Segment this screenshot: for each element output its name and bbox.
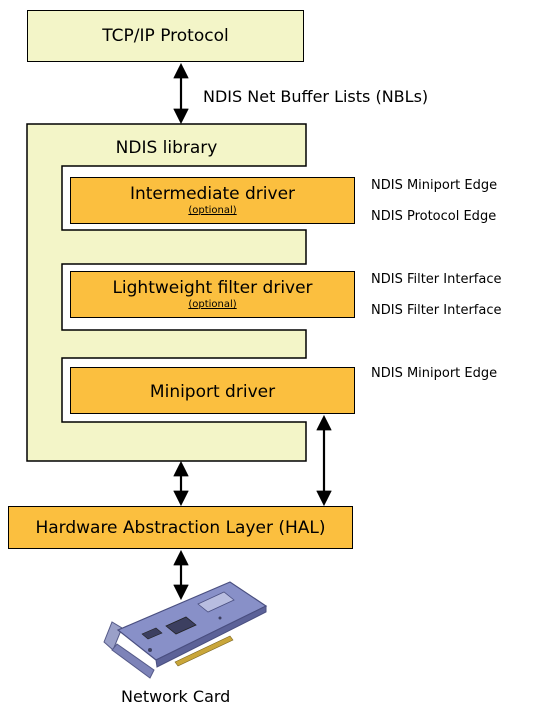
nbl-label: NDIS Net Buffer Lists (NBLs) — [203, 87, 429, 106]
lightweight-filter-driver-box: Lightweight filter driver (optional) — [70, 271, 355, 318]
ndis-filter-interface-label-2: NDIS Filter Interface — [371, 303, 502, 318]
miniport-driver-box: Miniport driver — [70, 367, 355, 414]
intermediate-driver-label: Intermediate driver — [129, 184, 296, 204]
ndis-protocol-edge-label: NDIS Protocol Edge — [371, 209, 497, 224]
ndis-miniport-edge-label-1: NDIS Miniport Edge — [371, 178, 498, 193]
intermediate-driver-box: Intermediate driver (optional) — [70, 177, 355, 224]
ndis-filter-interface-label-1: NDIS Filter Interface — [371, 272, 502, 287]
miniport-driver-label: Miniport driver — [149, 382, 276, 402]
lightweight-filter-driver-label: Lightweight filter driver — [112, 278, 313, 298]
hal-label: Hardware Abstraction Layer (HAL) — [35, 518, 326, 538]
ndis-miniport-edge-label-2: NDIS Miniport Edge — [371, 366, 498, 381]
hal-box: Hardware Abstraction Layer (HAL) — [8, 506, 353, 549]
tcpip-protocol-label: TCP/IP Protocol — [102, 26, 229, 46]
intermediate-driver-optional: (optional) — [188, 205, 237, 216]
network-card-label: Network Card — [121, 687, 231, 706]
lightweight-filter-driver-optional: (optional) — [188, 299, 237, 310]
tcpip-protocol-box: TCP/IP Protocol — [27, 10, 304, 62]
ndis-library-label: NDIS library — [115, 138, 218, 158]
